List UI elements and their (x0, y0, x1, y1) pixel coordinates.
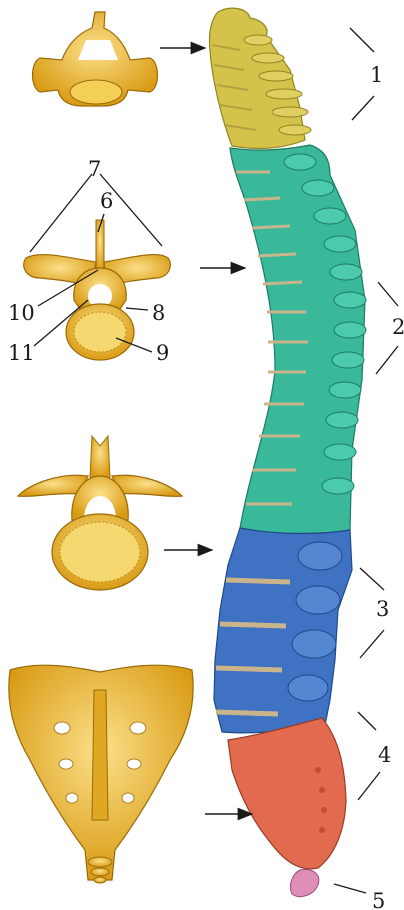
spinal-column (209, 8, 366, 896)
label-10: 10 (8, 301, 35, 325)
label-3: 3 (376, 597, 389, 621)
cervical-vertebrae (209, 8, 311, 148)
label-6: 6 (100, 189, 113, 213)
lumbar-vertebra-top-view (18, 436, 182, 590)
label-2: 2 (392, 315, 404, 339)
label-5: 5 (372, 889, 385, 910)
label-11: 11 (8, 341, 35, 365)
atlas-vertebra (33, 12, 158, 106)
label-4: 4 (378, 743, 391, 767)
thoracic-vertebra-top-view (24, 220, 171, 360)
label-1: 1 (370, 63, 383, 87)
sacrum-front-view (9, 665, 193, 883)
label-7: 7 (88, 157, 101, 181)
label-9: 9 (156, 341, 169, 365)
sacrum (228, 718, 346, 869)
lumbar-vertebrae (214, 528, 352, 733)
label-8: 8 (152, 301, 165, 325)
coccyx (290, 870, 318, 897)
thoracic-vertebrae (230, 145, 366, 534)
